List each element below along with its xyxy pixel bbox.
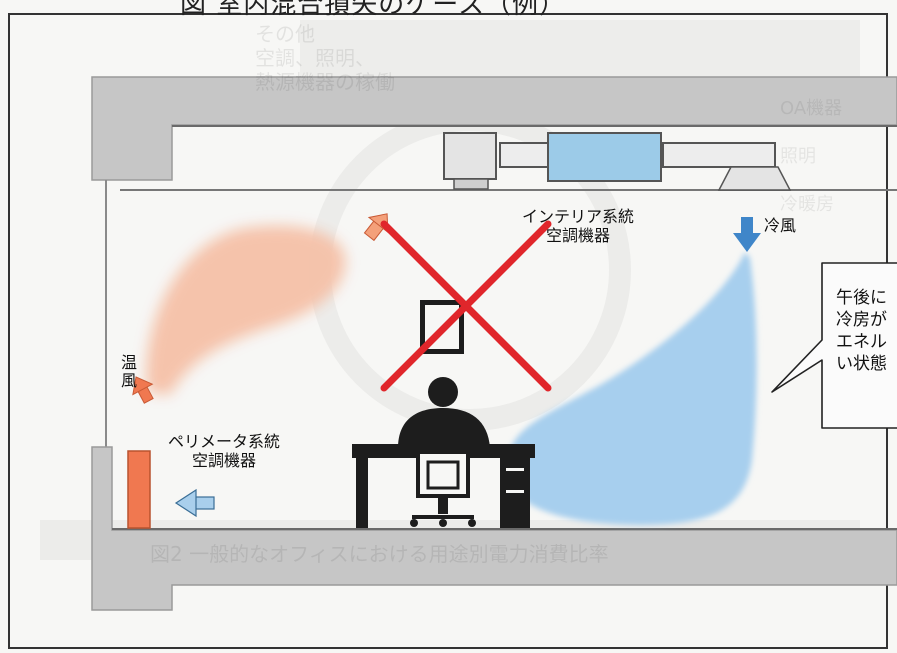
red-cross-mark [380,220,552,392]
warm-air-arrow-up [132,376,154,404]
interior-system-label-line-2: 空調機器 [546,226,611,245]
cold-air-arrow [733,217,761,252]
callout-line-4: い状態 [836,354,887,374]
warm-air-plume [146,225,346,395]
perimeter-unit [127,450,151,529]
hvac-box-base [453,178,489,190]
ghost-text-bottom: 図2 一般的なオフィスにおける用途別電力消費比率 [150,542,609,566]
callout-line-3: エネル [836,332,887,352]
cold-air-plume [506,252,757,525]
perimeter-system-label: ペリメータ系統 空調機器 [168,432,280,470]
callout-text: 午後に 冷房が エネル い状態 [836,287,887,375]
floor-slab [91,446,897,611]
ghost-text-left-1: OA機器 [780,98,843,119]
ceiling-diffuser [717,166,792,191]
interior-system-label-line-1: インテリア系統 [522,207,635,226]
callout-line-2: 冷房が [836,310,887,330]
interior-hvac-unit [443,132,792,191]
desk-leg-left [356,458,368,528]
figure-title: 図 室内混合損失のケース（例） [180,0,566,20]
perimeter-system-label-line-1: ペリメータ系統 [168,432,281,451]
duct-segment-2 [662,142,776,168]
warm-air-label: 温風 [118,354,137,390]
warm-air-arrow-ceiling [363,213,389,242]
duct-segment-1 [499,142,549,168]
building-structure [91,76,897,611]
ghost-text-top-2: 空調、照明、 [255,46,375,70]
worker-body [398,408,490,448]
ghost-text-top-1: その他 [255,22,315,46]
perimeter-system-label-line-2: 空調機器 [192,451,257,470]
interior-system-label: インテリア系統 空調機器 [522,207,634,245]
ghost-text-left: OA機器 照明 冷暖房 [780,85,842,229]
ghost-text-top: その他 空調、照明、 熱源機器の稼働 [255,22,395,94]
ghost-text-left-2: 照明 [780,146,816,167]
hvac-box [443,132,497,180]
coil-unit [547,132,662,182]
ghost-text-left-3: 冷暖房 [780,194,834,215]
callout-bubble [771,262,897,429]
callout-line-1: 午後に [836,288,887,308]
return-air-arrow [174,488,215,518]
worker-head [428,377,458,407]
ghost-text-top-3: 熱源機器の稼働 [255,70,395,94]
cold-air-label: 冷風 [764,216,797,235]
